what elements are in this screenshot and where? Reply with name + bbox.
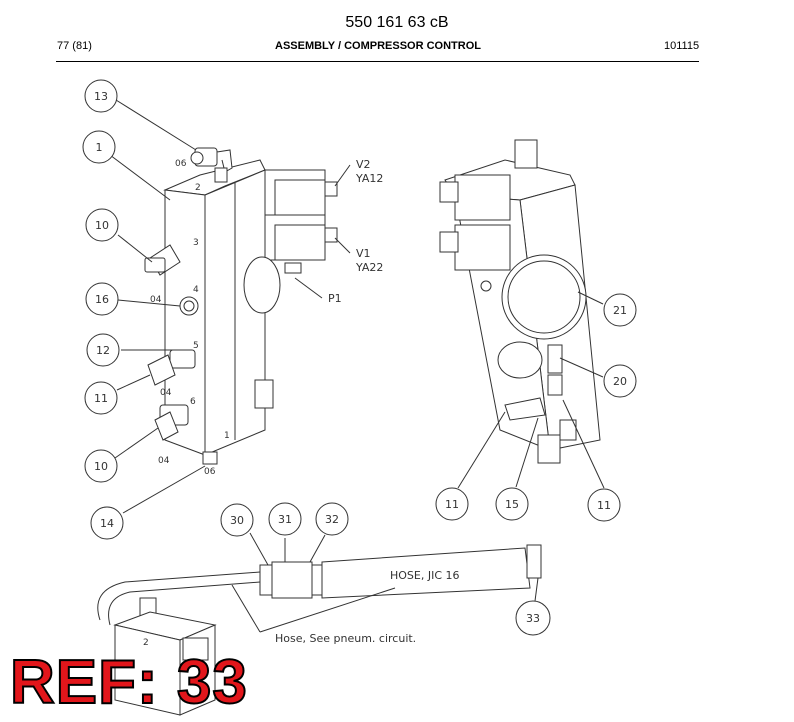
callout-31-text: 31	[278, 513, 292, 526]
callout-10-upper-text: 10	[95, 219, 109, 232]
label-p1: P1	[328, 292, 342, 305]
callout-10-upper: 10	[85, 208, 119, 242]
callout-30-text: 30	[230, 514, 244, 527]
callout-1: 1	[82, 130, 116, 164]
callout-10-lower-text: 10	[94, 460, 108, 473]
callout-31: 31	[268, 502, 302, 536]
callout-12-text: 12	[96, 344, 110, 357]
callout-11-right-a-text: 11	[445, 498, 459, 511]
callout-16: 16	[85, 282, 119, 316]
callout-11-left: 11	[84, 381, 118, 415]
ref-stamp: REF: 33	[9, 648, 248, 717]
port-5-label: 5	[193, 341, 199, 351]
label-ya12: YA12	[355, 172, 383, 185]
header-rule	[56, 61, 699, 62]
port-6-label: 6	[190, 397, 196, 407]
callout-15-text: 15	[505, 498, 519, 511]
callout-11-left-text: 11	[94, 392, 108, 405]
port-1-label: 1	[224, 431, 230, 441]
callout-21-text: 21	[613, 304, 627, 317]
size-06-top: 06	[175, 159, 187, 169]
callout-20-text: 20	[613, 375, 627, 388]
callout-12: 12	[86, 333, 120, 367]
size-04-lower: 04	[158, 456, 170, 466]
document-number: 550 161 63 cB	[345, 14, 449, 31]
callout-21: 21	[603, 293, 637, 327]
port-2-lower-label: 2	[143, 638, 149, 648]
callout-1-text: 1	[96, 141, 103, 154]
size-06-bottom: 06	[204, 467, 216, 477]
port-4-label: 4	[193, 285, 199, 295]
callout-33-text: 33	[526, 612, 540, 625]
callout-30: 30	[220, 503, 254, 537]
valve-block-left	[144, 147, 338, 465]
page-title: ASSEMBLY / COMPRESSOR CONTROL	[275, 40, 481, 52]
label-hose-pneum: Hose, See pneum. circuit.	[275, 632, 416, 645]
port-2-label: 2	[195, 183, 201, 193]
label-v1: V1	[356, 247, 371, 260]
page-number: 77 (81)	[57, 40, 92, 52]
size-04-middle: 04	[160, 388, 172, 398]
date-code: 101115	[664, 40, 700, 52]
callout-11-right-b: 11	[587, 488, 621, 522]
callout-13-text: 13	[94, 90, 108, 103]
valve-block-right	[439, 139, 601, 464]
label-ya22: YA22	[355, 261, 383, 274]
callout-32: 32	[315, 502, 349, 536]
callout-11-right-a: 11	[435, 487, 469, 521]
callout-14: 14	[90, 506, 124, 540]
callout-13: 13	[84, 79, 118, 113]
callout-32-text: 32	[325, 513, 339, 526]
callout-33: 33	[515, 600, 551, 636]
label-v2: V2	[356, 158, 371, 171]
port-3-label: 3	[193, 238, 199, 248]
size-04-upper: 04	[150, 295, 162, 305]
callout-11-right-b-text: 11	[597, 499, 611, 512]
hose-assembly: HOSE, JIC 16 2 Hose, See pneum. circuit.	[97, 544, 542, 716]
label-hose-jic16: HOSE, JIC 16	[390, 569, 460, 582]
callout-20: 20	[603, 364, 637, 398]
callout-16-text: 16	[95, 293, 109, 306]
callout-15: 15	[495, 487, 529, 521]
callout-10-lower: 10	[84, 449, 118, 483]
callout-14-text: 14	[100, 517, 114, 530]
